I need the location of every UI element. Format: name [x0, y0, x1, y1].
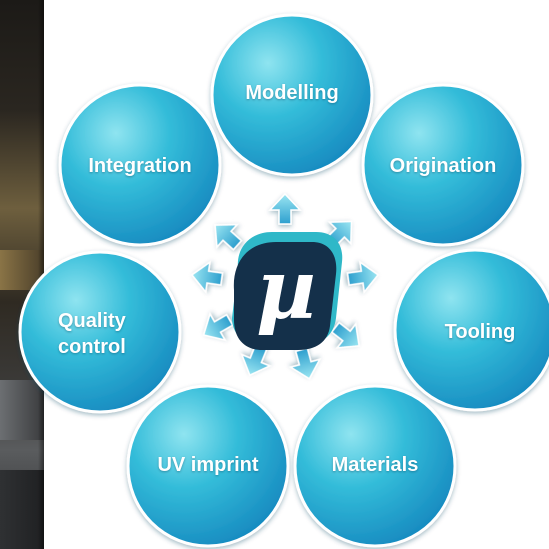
label-integration: Integration [88, 155, 192, 177]
label-modelling: Modelling [245, 82, 339, 104]
mu-symbol: µ [256, 242, 316, 338]
circle-modelling [210, 13, 374, 177]
circle-materials [293, 384, 457, 548]
label-tooling: Tooling [444, 321, 516, 343]
arrow-icon [330, 321, 360, 349]
arrow-icon [288, 347, 322, 380]
circle-quality-control [18, 250, 182, 414]
label-uv-imprint: UV imprint [157, 454, 259, 476]
arrow-icon [214, 223, 243, 251]
circle-origination [361, 83, 525, 247]
arrow-icon [346, 260, 380, 294]
arrow-icon [202, 312, 234, 342]
logo: µ [232, 232, 343, 350]
arrow-icon [268, 192, 302, 225]
circle-tooling [393, 248, 549, 412]
circle-integration [58, 83, 222, 247]
background-photo [0, 0, 44, 549]
label-quality-control: Quality control [58, 310, 126, 358]
label-materials: Materials [331, 454, 419, 476]
arrow-icon [190, 260, 224, 294]
label-origination: Origination [389, 155, 497, 177]
circle-uv-imprint [126, 384, 290, 548]
